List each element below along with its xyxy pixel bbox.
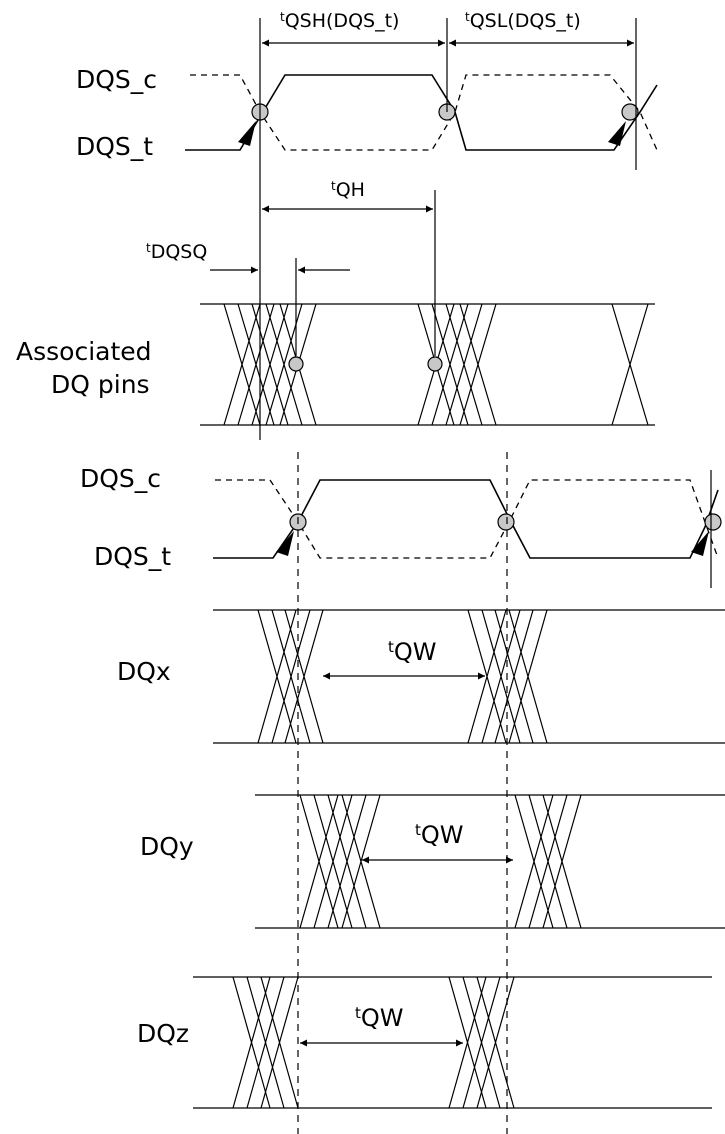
dqy-eye [255,794,725,929]
dqy-label: DQy [140,832,194,861]
associated-dq-eye [200,303,655,426]
read-timing-section: DQS_c DQS_t tQSH(DQS_t) tQSL(DQS_t) tQH … [16,10,658,440]
valid-window-section: DQS_c DQS_t DQx tQW DQy [80,452,725,1134]
dqz-label: DQz [137,1019,189,1048]
crossing-point [621,103,639,121]
crossing-arrow [691,531,709,556]
dq-sample-point [427,356,443,372]
dqx-tqw-label: tQW [388,638,437,666]
dqz-eye [193,976,712,1109]
tqsh-label: tQSH(DQS_t) [280,10,399,32]
dq-sample-point [288,356,304,372]
tqsl-label: tQSL(DQS_t) [465,10,581,32]
crossing-point [497,513,515,531]
dqz-tqw-label: tQW [355,1004,404,1032]
crossing-arrow [608,121,626,146]
dq-pins-label-line2: DQ pins [51,370,150,399]
crossing-arrow [238,121,256,146]
tdqsq-label: tDQSQ [146,241,207,263]
dqs-t-label-2: DQS_t [94,542,171,571]
tqh-label: tQH [331,179,365,201]
crossing-point [704,513,722,531]
dqs-t-waveform-2 [213,479,719,559]
dqs-c-waveform [190,74,658,151]
dqx-eye [213,609,725,744]
crossing-arrow [276,531,294,556]
dqy-tqw-label: tQW [415,821,464,849]
dqs-c-label: DQS_c [76,65,157,94]
dqs-c-label-2: DQS_c [80,464,161,493]
dqs-t-label: DQS_t [76,132,153,161]
dq-pins-label-line1: Associated [16,337,152,366]
dqs-c-waveform-2 [215,479,719,559]
dqx-label: DQx [117,657,171,686]
